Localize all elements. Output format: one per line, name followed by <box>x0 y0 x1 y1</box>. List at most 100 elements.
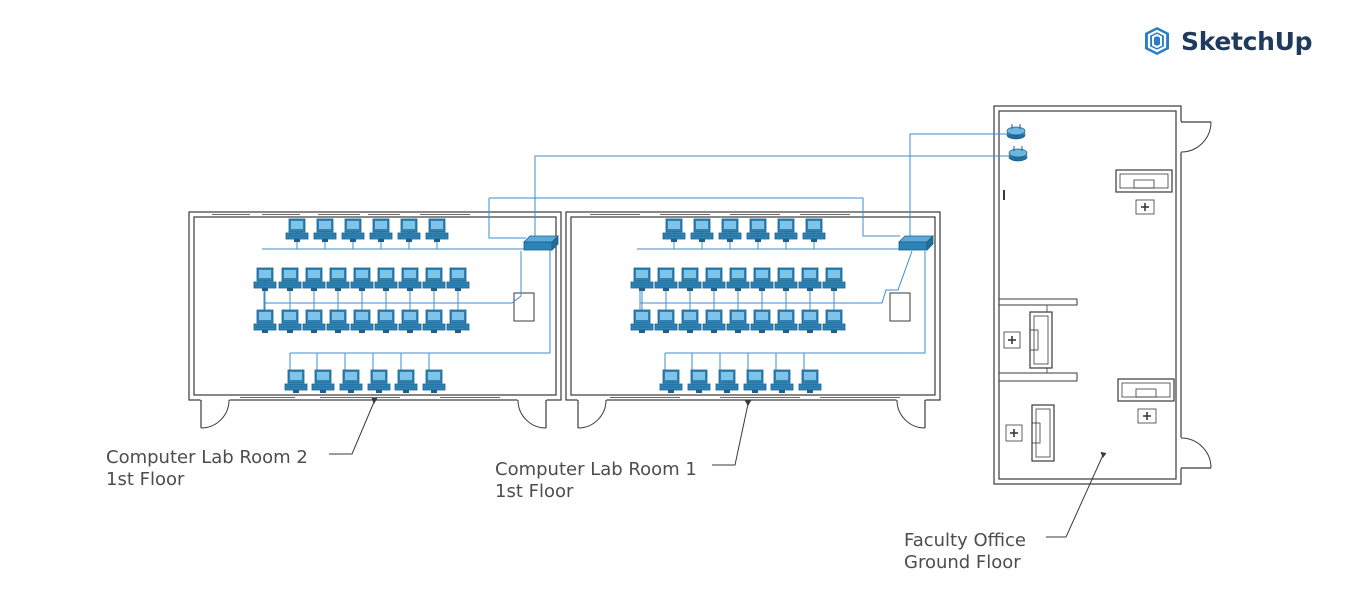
computer-icon <box>690 218 714 242</box>
computer-icon <box>822 309 846 333</box>
computer-icon <box>798 267 822 291</box>
computer-icon <box>422 309 446 333</box>
lab-2-door-right-gap <box>517 398 547 406</box>
computer-icon <box>630 267 654 291</box>
office-door-bottom-arc <box>1180 437 1212 469</box>
computer-icon <box>687 369 711 393</box>
computer-icon <box>678 309 702 333</box>
computer-icon <box>662 218 686 242</box>
office-door-bottom-gap <box>1179 437 1188 469</box>
network-cable <box>640 250 913 304</box>
brand: SketchUp <box>1140 24 1313 58</box>
computer-icon <box>253 267 277 291</box>
computer-icon <box>746 218 770 242</box>
lab-1-door-right-gap <box>896 398 926 406</box>
office-desk-4 <box>1005 404 1055 462</box>
computer-icon <box>285 218 309 242</box>
computer-icon <box>750 309 774 333</box>
network-switch-icon <box>898 235 934 251</box>
computer-icon <box>278 267 302 291</box>
room-floor: Ground Floor <box>904 552 1021 573</box>
computer-icon <box>798 369 822 393</box>
room-label-lab-2: Computer Lab Room 2 1st Floor <box>106 447 308 491</box>
network-cable <box>665 251 926 354</box>
office-wall-inner <box>998 110 1177 480</box>
computer-icon <box>726 267 750 291</box>
network-cable <box>909 133 1010 241</box>
computer-icon <box>774 218 798 242</box>
computer-icon <box>397 218 421 242</box>
label-leader <box>1046 454 1104 538</box>
lab-1-door-left-gap <box>577 398 607 406</box>
computer-icon <box>341 218 365 242</box>
label-leader <box>329 401 375 455</box>
office-door-top-arc <box>1180 121 1212 153</box>
computer-icon <box>302 267 326 291</box>
network-cable <box>290 250 551 354</box>
computer-icon <box>302 309 326 333</box>
lab-2-door-left-arc <box>200 399 230 429</box>
computer-icon <box>654 267 678 291</box>
computer-icon <box>715 369 739 393</box>
computer-icon <box>374 267 398 291</box>
router-icon <box>1006 124 1026 140</box>
lab-1-door-right-arc <box>896 399 926 429</box>
computer-icon <box>446 267 470 291</box>
network-cable <box>489 197 900 237</box>
computer-icon <box>678 267 702 291</box>
label-leader <box>712 403 749 466</box>
room-label-lab-1: Computer Lab Room 1 1st Floor <box>495 459 697 503</box>
room-floor: 1st Floor <box>106 469 185 490</box>
lab-2-door-left-gap <box>200 398 230 406</box>
leader-arrow <box>1100 451 1107 459</box>
computer-icon <box>798 309 822 333</box>
computer-icon <box>339 369 363 393</box>
network-cable <box>264 251 522 304</box>
computer-icon <box>284 369 308 393</box>
lab-1-door-left-arc <box>577 399 607 429</box>
computer-icon <box>654 309 678 333</box>
brand-name: SketchUp <box>1181 26 1313 56</box>
sketchup-logo-icon <box>1145 27 1169 55</box>
computer-icon <box>718 218 742 242</box>
computer-icon <box>659 369 683 393</box>
office-partition-top <box>998 298 1078 306</box>
computer-icon <box>774 309 798 333</box>
computer-icon <box>774 267 798 291</box>
computer-icon <box>326 309 350 333</box>
room-title: Computer Lab Room 2 <box>106 447 308 468</box>
computer-icon <box>253 309 277 333</box>
room-title: Faculty Office <box>904 530 1027 551</box>
office-partition-bottom <box>998 372 1078 382</box>
lab-1-wall-inner <box>570 216 936 396</box>
computer-icon <box>367 369 391 393</box>
computer-icon <box>750 267 774 291</box>
network-cable <box>534 155 1010 241</box>
computer-icon <box>350 309 374 333</box>
computer-icon <box>394 369 418 393</box>
computer-icon <box>313 218 337 242</box>
computer-icon <box>326 267 350 291</box>
computer-icon <box>630 309 654 333</box>
whiteboard <box>889 292 911 322</box>
computer-icon <box>770 369 794 393</box>
office-wall-outer <box>993 105 1182 485</box>
computer-icon <box>311 369 335 393</box>
computer-icon <box>802 218 826 242</box>
computer-icon <box>822 267 846 291</box>
office-desk-3 <box>1117 378 1175 424</box>
computer-icon <box>422 369 446 393</box>
office-desk-2 <box>1003 311 1053 369</box>
office-door-top-gap <box>1179 121 1188 153</box>
computer-icon <box>726 309 750 333</box>
computer-icon <box>278 309 302 333</box>
computer-icon <box>398 309 422 333</box>
network-cable <box>488 198 526 239</box>
office-desk-1 <box>1115 169 1173 215</box>
lab-2-door-right-arc <box>517 399 547 429</box>
lab-1-wall-outer <box>565 211 941 401</box>
router-icon <box>1008 146 1028 162</box>
room-label-faculty-office: Faculty Office Ground Floor <box>904 530 1026 574</box>
computer-icon <box>743 369 767 393</box>
